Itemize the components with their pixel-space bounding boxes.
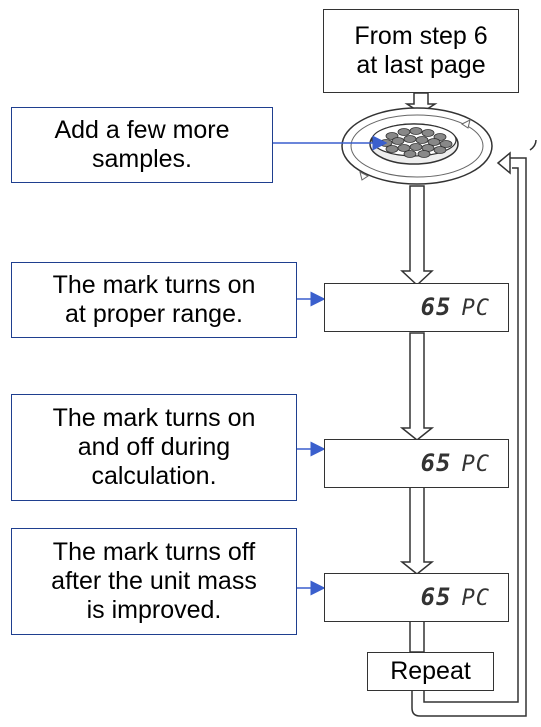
down-arrow-2: [400, 185, 434, 287]
down-arrow-5: [409, 619, 425, 653]
down-arrow-3: [399, 332, 435, 441]
note-mark-off: The mark turns off after the unit mass i…: [11, 528, 297, 635]
loop-arrow-head: [496, 151, 511, 175]
from-previous-step-box: From step 6 at last page: [323, 9, 519, 93]
weighing-pan-illustration: [341, 107, 493, 185]
repeat-loop-line: [411, 157, 527, 717]
note-add-samples: Add a few more samples.: [11, 107, 273, 183]
note-mark-on: The mark turns on at proper range.: [11, 262, 297, 338]
note-mark-blinking: The mark turns on and off during calcula…: [11, 394, 297, 501]
down-arrow-4: [399, 485, 435, 575]
repeat-label-box: Repeat: [367, 652, 494, 691]
